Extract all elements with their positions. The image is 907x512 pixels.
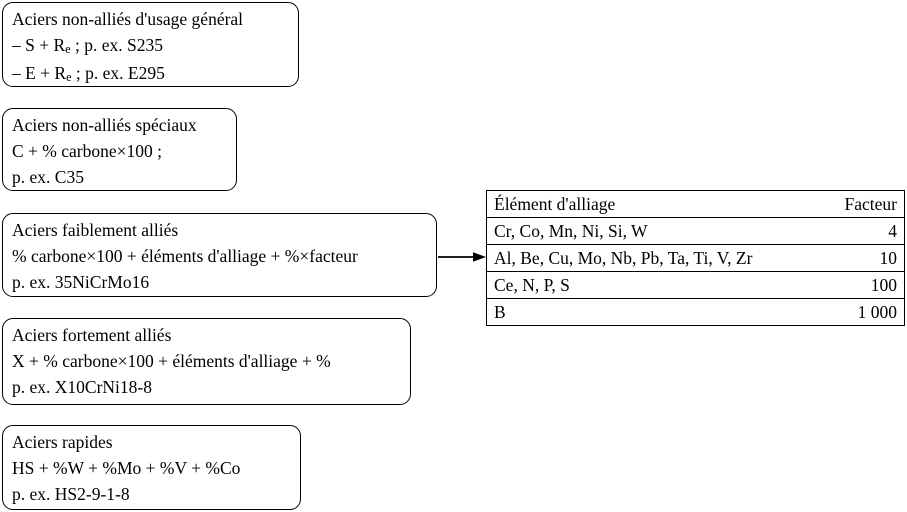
box-title: Aciers non-alliés spéciaux — [12, 115, 197, 135]
box-line: – E + Re ; p. ex. E295 — [12, 60, 289, 88]
formula-text: ; p. ex. E295 — [71, 63, 165, 83]
box-line: p. ex. HS2-9-1-8 — [12, 484, 130, 504]
formula-text: – S + R — [12, 35, 66, 55]
box-line: p. ex. X10CrNi18-8 — [12, 377, 152, 397]
category-box-non-alloy-general: Aciers non-alliés d'usage général – S + … — [2, 2, 299, 87]
table-row: Cr, Co, Mn, Ni, Si, W 4 — [486, 217, 905, 245]
box-line: – S + Re ; p. ex. S235 — [12, 32, 289, 60]
box-line: C + % carbone×100 ; — [12, 141, 162, 161]
box-line: X + % carbone×100 + éléments d'alliage +… — [12, 351, 331, 371]
table-row: Al, Be, Cu, Mo, Nb, Pb, Ta, Ti, V, Zr 10 — [486, 244, 905, 272]
subscript-text: e — [66, 70, 72, 84]
factor-cell: 100 — [822, 271, 905, 299]
subscript-text: e — [65, 42, 71, 56]
category-box-high-alloy: Aciers fortement alliés X + % carbone×10… — [2, 318, 411, 405]
element-cell: B — [486, 298, 823, 326]
category-box-non-alloy-special: Aciers non-alliés spéciaux C + % carbone… — [2, 108, 237, 191]
box-title: Aciers fortement alliés — [12, 325, 172, 345]
box-title: Aciers faiblement alliés — [12, 220, 179, 240]
table-header-row: Élément d'alliage Facteur — [487, 191, 905, 218]
factor-column-header: Facteur — [844, 194, 897, 214]
box-line: % carbone×100 + éléments d'alliage + %×f… — [12, 246, 358, 266]
box-line: HS + %W + %Mo + %V + %Co — [12, 458, 241, 478]
table-row: Ce, N, P, S 100 — [486, 271, 905, 299]
element-cell: Cr, Co, Mn, Ni, Si, W — [486, 217, 823, 245]
factor-cell: 1 000 — [822, 298, 905, 326]
element-cell: Ce, N, P, S — [486, 271, 823, 299]
arrow-right-icon — [438, 252, 486, 262]
factor-cell: 10 — [822, 244, 905, 272]
alloy-factor-table: Élément d'alliage Facteur Cr, Co, Mn, Ni… — [486, 190, 905, 326]
category-box-high-speed: Aciers rapides HS + %W + %Mo + %V + %Co … — [2, 425, 301, 510]
element-column-header: Élément d'alliage — [494, 194, 616, 214]
box-title: Aciers rapides — [12, 432, 113, 452]
box-line: p. ex. C35 — [12, 167, 84, 187]
formula-text: – E + R — [12, 63, 67, 83]
factor-cell: 4 — [822, 217, 905, 245]
category-box-low-alloy: Aciers faiblement alliés % carbone×100 +… — [2, 213, 437, 297]
formula-text: ; p. ex. S235 — [70, 35, 163, 55]
box-title: Aciers non-alliés d'usage général — [12, 9, 244, 29]
table-row: B 1 000 — [486, 298, 905, 326]
element-cell: Al, Be, Cu, Mo, Nb, Pb, Ta, Ti, V, Zr — [486, 244, 823, 272]
box-line: p. ex. 35NiCrMo16 — [12, 272, 150, 292]
